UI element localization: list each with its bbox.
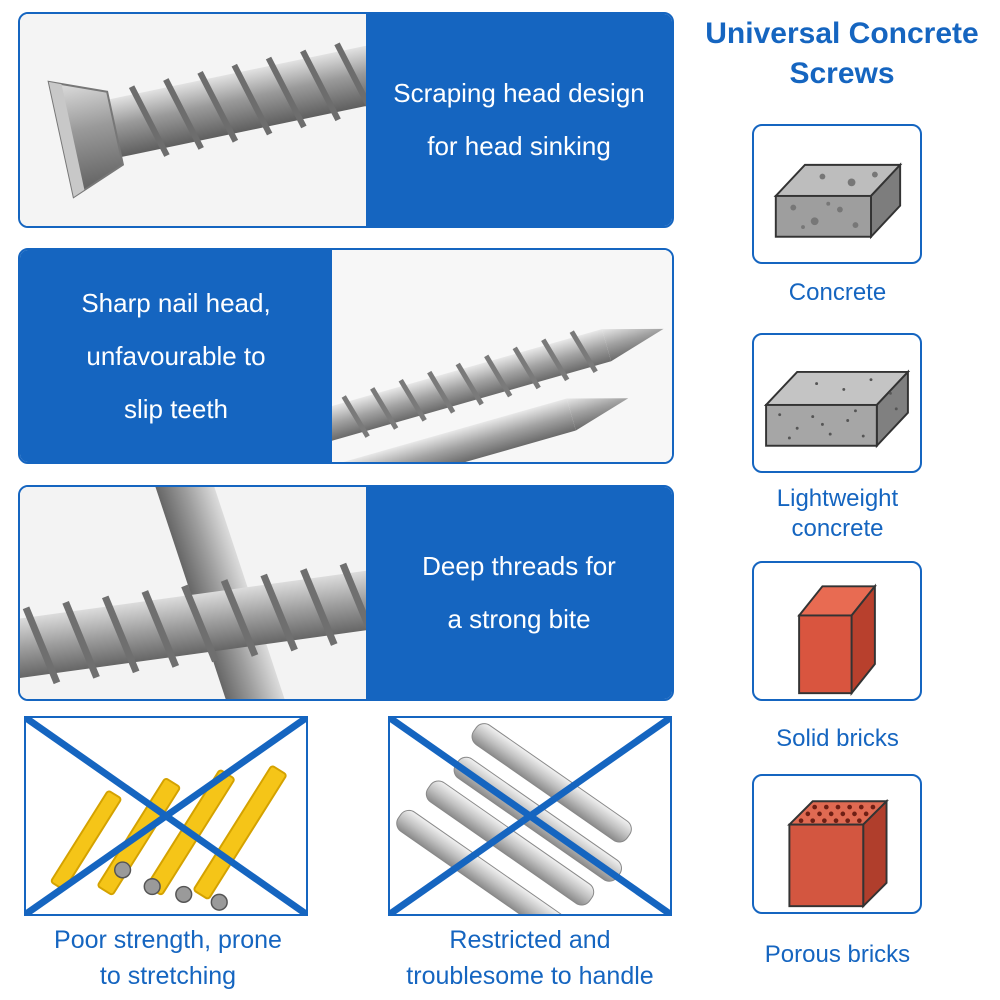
lightweight-concrete-block-icon (763, 369, 911, 449)
disadvantage-caption: Restricted and troublesome to handle (370, 922, 690, 994)
feature-line: Scraping head design (393, 78, 645, 108)
material-card-concrete (752, 124, 922, 264)
screw-tip-photo (332, 250, 672, 462)
sleeve-anchors-image (388, 716, 672, 916)
feature-text-panel: Scraping head design for head sinking (366, 14, 672, 226)
material-label: Porous bricks (764, 941, 911, 968)
concrete-block-icon (773, 162, 903, 240)
brick-icon (797, 583, 877, 696)
feature-card-sharp-nail-head: Sharp nail head, unfavourable to slip te… (18, 248, 674, 464)
disadvantage-caption: Poor strength, prone to stretching (10, 922, 326, 994)
feature-line: Sharp nail head, (81, 287, 271, 318)
material-label: Concrete (788, 279, 887, 306)
caption-line: to stretching (99, 962, 237, 990)
porous-brick-icon (787, 798, 889, 909)
feature-line: Deep threads for (422, 551, 616, 581)
screw-threads-photo (20, 487, 366, 699)
screw-head-photo (20, 14, 366, 226)
cross-out-icon (26, 718, 306, 914)
material-card-porous-bricks (752, 774, 922, 914)
material-card-solid-bricks (752, 561, 922, 701)
material-label: Lightweight concrete (776, 485, 899, 542)
caption-line: Poor strength, prone (54, 926, 282, 954)
page-title: Universal Concrete Screws (705, 17, 979, 90)
cross-out-icon (390, 718, 670, 914)
material-label: Solid bricks (776, 725, 899, 752)
feature-card-deep-threads: Deep threads for a strong bite (18, 485, 674, 701)
caption-line: troublesome to handle (406, 962, 654, 990)
feature-text-panel: Deep threads for a strong bite (366, 487, 672, 699)
feature-line: unfavourable to (86, 340, 266, 371)
feature-text-panel: Sharp nail head, unfavourable to slip te… (20, 250, 332, 462)
feature-line: slip teeth (123, 393, 229, 424)
feature-line: for head sinking (427, 131, 611, 161)
feature-card-scraping-head: Scraping head design for head sinking (18, 12, 674, 228)
material-card-lightweight-concrete (752, 333, 922, 473)
plastic-anchors-image (24, 716, 308, 916)
feature-line: a strong bite (447, 604, 591, 634)
caption-line: Restricted and (449, 926, 611, 954)
